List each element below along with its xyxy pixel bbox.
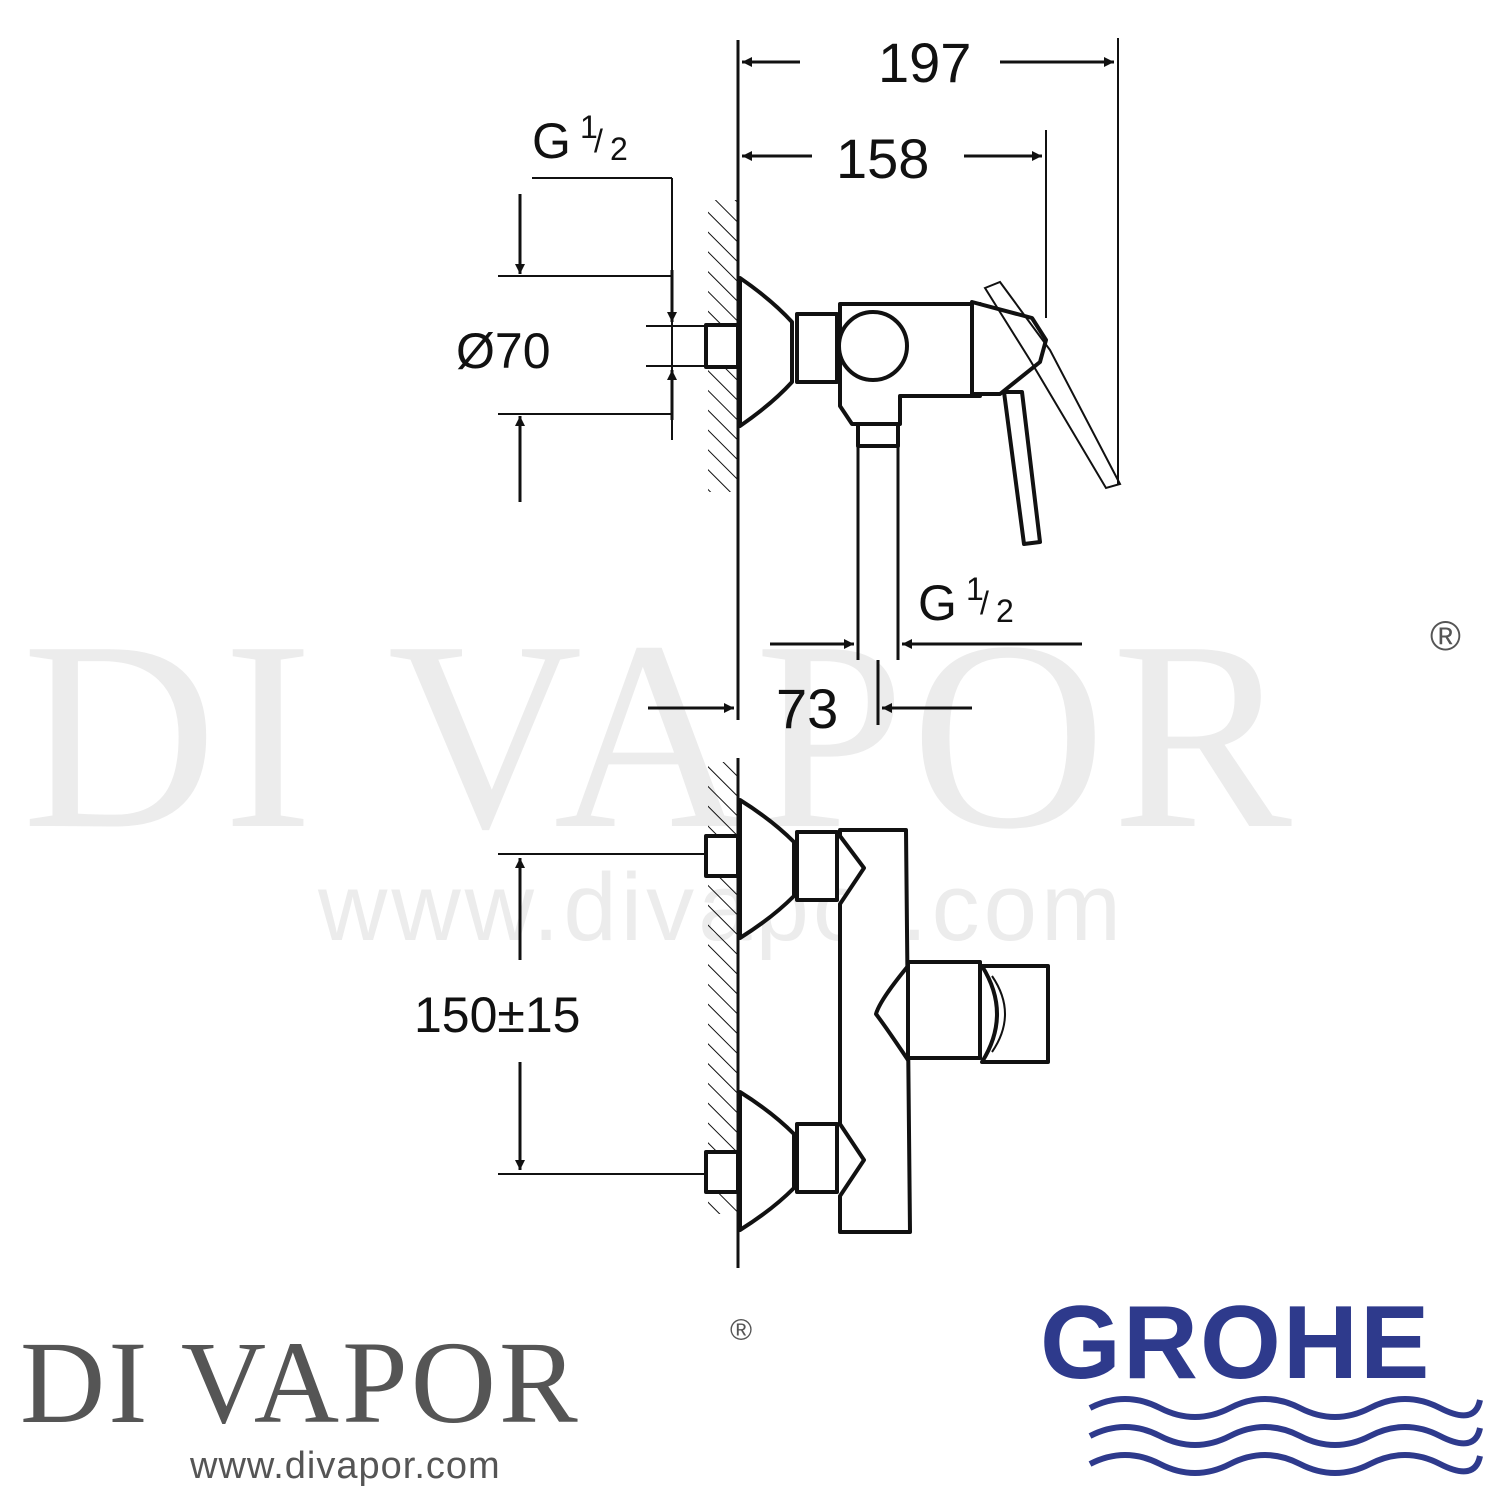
handle-lever bbox=[1002, 390, 1042, 546]
handle-cap bbox=[970, 300, 1048, 396]
dim-197-label: 197 bbox=[878, 31, 971, 94]
thread-inlet-numerator: 1 bbox=[580, 109, 598, 145]
nut-lower bbox=[795, 1122, 839, 1194]
brand-name: DI VAPOR bbox=[20, 1317, 581, 1448]
dim-73-label: 73 bbox=[776, 677, 838, 740]
inlet-stub bbox=[704, 323, 740, 369]
watermark-registered-mark: ® bbox=[1430, 612, 1461, 659]
thread-outlet-slash: / bbox=[980, 585, 989, 621]
escutcheon bbox=[738, 276, 794, 428]
coupling-nut bbox=[795, 312, 839, 384]
wall-hatch-front bbox=[708, 762, 738, 1214]
dimension-diameter-70: Ø70 bbox=[456, 194, 706, 502]
thread-outlet-denominator: 2 bbox=[996, 593, 1014, 629]
escutcheon-lower bbox=[738, 1090, 796, 1232]
dimension-158: 158 bbox=[742, 127, 1047, 318]
thread-outlet-numerator: 1 bbox=[966, 571, 984, 607]
dim-150-label: 150±15 bbox=[414, 987, 580, 1043]
escutcheon-upper bbox=[738, 798, 796, 940]
nut-upper bbox=[795, 830, 839, 902]
thread-inlet-slash: / bbox=[594, 123, 603, 159]
thread-label-inlet: G 1 / 2 bbox=[532, 109, 673, 440]
dimension-150: 150±15 bbox=[414, 853, 704, 1175]
thread-inlet-denominator: 2 bbox=[610, 131, 628, 167]
inlet-stub-lower bbox=[704, 1150, 740, 1194]
front-view bbox=[704, 758, 1050, 1268]
grohe-wave-1 bbox=[1088, 1396, 1483, 1420]
dimension-197: 197 bbox=[742, 31, 1119, 484]
handle-shroud bbox=[874, 964, 910, 1062]
mixer-body-round bbox=[837, 310, 909, 382]
handle-hub bbox=[906, 960, 982, 1060]
dim-158-label: 158 bbox=[836, 127, 929, 190]
thread-inlet-prefix: G bbox=[532, 113, 571, 169]
thread-label-outlet: G 1 / 2 bbox=[770, 571, 1082, 649]
handle-lever-rotated bbox=[983, 280, 1122, 490]
handle-lever-edge bbox=[991, 975, 1006, 1053]
thread-outlet-prefix: G bbox=[918, 575, 957, 631]
grohe-wordmark: GROHE bbox=[1040, 1285, 1431, 1401]
brand-registered-mark: ® bbox=[730, 1314, 752, 1347]
watermark: DI VAPOR ® www.divapor.com bbox=[22, 586, 1461, 961]
grohe-wave-3 bbox=[1088, 1452, 1483, 1476]
grohe-logo: GROHE bbox=[1040, 1285, 1483, 1476]
side-view bbox=[704, 40, 1122, 725]
grohe-wave-2 bbox=[1088, 1424, 1483, 1448]
handle-lever-front bbox=[980, 964, 1050, 1064]
watermark-name: DI VAPOR bbox=[22, 586, 1298, 885]
dia-70-label: Ø70 bbox=[456, 323, 551, 379]
dimension-73: 73 bbox=[648, 677, 972, 740]
brand-url: www.divapor.com bbox=[189, 1445, 501, 1487]
inlet-stub-upper bbox=[704, 834, 740, 878]
mixer-body-front bbox=[838, 828, 912, 1234]
divapor-brand: DI VAPOR ® www.divapor.com bbox=[20, 1314, 752, 1487]
outlet-nut bbox=[856, 422, 900, 448]
